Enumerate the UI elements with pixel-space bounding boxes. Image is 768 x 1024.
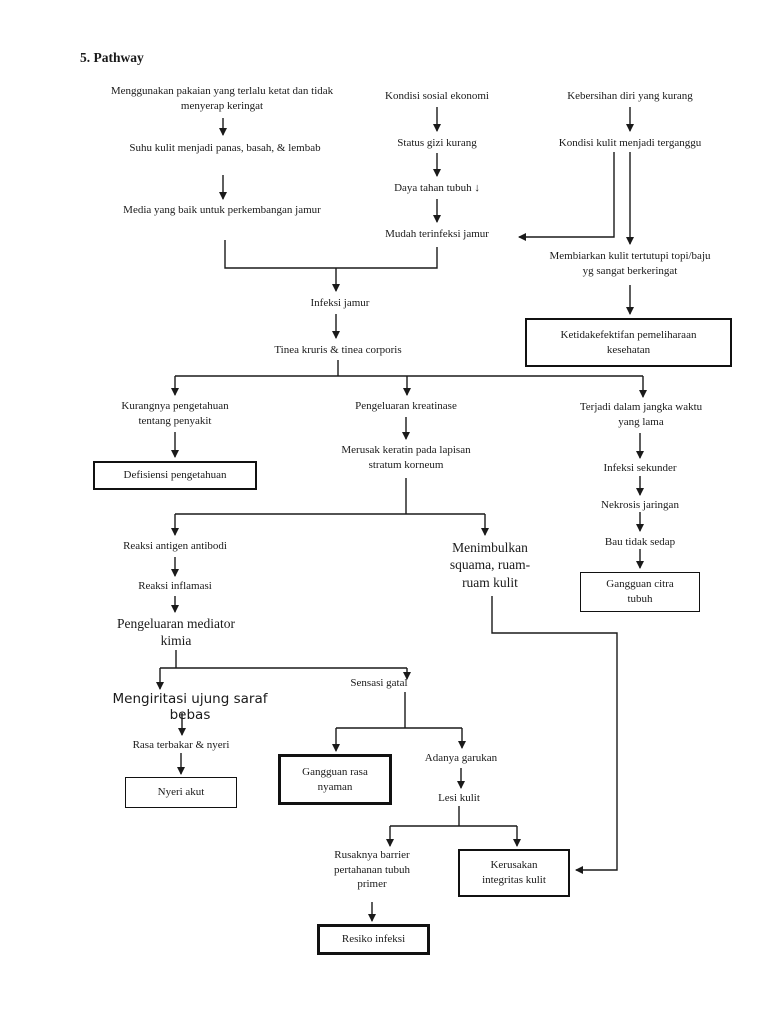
node-mudah-terinfeksi: Mudah terinfeksi jamur: [385, 228, 489, 240]
node-lesi-kulit: Lesi kulit: [438, 792, 480, 804]
node-tinea: Tinea kruris & tinea corporis: [274, 344, 402, 356]
diagnosis-box-gangguan-citra: Gangguan citra tubuh: [580, 572, 700, 612]
node-rasa-terbakar: Rasa terbakar & nyeri: [132, 739, 230, 751]
node-kebersihan-diri: Kebersihan diri yang kurang: [567, 90, 693, 102]
node-infeksi-jamur: Infeksi jamur: [310, 297, 370, 309]
node-merusak-keratin: Merusak keratin pada lapisan stratum kor…: [341, 444, 471, 471]
diagnosis-box-ketidakefektifan: Ketidakefektifan pemeliharaan kesehatan: [525, 318, 732, 367]
page-title: 5. Pathway: [80, 50, 144, 65]
node-mengiritasi: Mengiritasi ujung saraf bebas: [112, 691, 268, 723]
node-adanya-garukan: Adanya garukan: [424, 752, 498, 764]
diagnosis-box-kerusakan-integritas: Kerusakan integritas kulit: [458, 849, 570, 897]
node-kurang-pengetahuan: Kurangnya pengetahuan tentang penyakit: [121, 400, 229, 427]
node-reaksi-inflamasi: Reaksi inflamasi: [138, 580, 212, 592]
node-membiarkan-kulit: Membiarkan kulit tertutupi topi/baju yg …: [549, 250, 711, 277]
node-bau-tidak-sedap: Bau tidak sedap: [604, 536, 676, 548]
node-kondisi-sosial: Kondisi sosial ekonomi: [385, 90, 489, 102]
node-mediator-kimia: Pengeluaran mediator kimia: [116, 616, 236, 649]
node-menimbulkan-squama: Menimbulkan squama, ruam- ruam kulit: [449, 540, 531, 590]
node-sensasi-gatal: Sensasi gatal: [350, 677, 408, 689]
node-pakaian-ketat: Menggunakan pakaian yang terlalu ketat d…: [110, 85, 334, 112]
node-status-gizi: Status gizi kurang: [397, 137, 477, 149]
node-daya-tahan: Daya tahan tubuh ↓: [394, 182, 480, 194]
node-nekrosis: Nekrosis jaringan: [601, 499, 679, 511]
node-suhu-kulit: Suhu kulit menjadi panas, basah, & lemba…: [129, 142, 321, 154]
node-media-jamur: Media yang baik untuk perkembangan jamur: [123, 204, 321, 216]
diagnosis-box-resiko-infeksi: Resiko infeksi: [317, 924, 430, 955]
diagnosis-box-gangguan-rasa: Gangguan rasa nyaman: [278, 754, 392, 805]
node-kondisi-kulit: Kondisi kulit menjadi terganggu: [558, 137, 702, 149]
diagnosis-box-defisiensi: Defisiensi pengetahuan: [93, 461, 257, 490]
node-reaksi-antigen: Reaksi antigen antibodi: [123, 540, 227, 552]
node-jangka-waktu: Terjadi dalam jangka waktu yang lama: [579, 401, 703, 428]
node-rusaknya-barrier: Rusaknya barrier pertahanan tubuh primer: [333, 849, 411, 891]
diagnosis-box-nyeri-akut: Nyeri akut: [125, 777, 237, 808]
node-kreatinase: Pengeluaran kreatinase: [355, 400, 457, 412]
node-infeksi-sekunder: Infeksi sekunder: [603, 462, 677, 474]
